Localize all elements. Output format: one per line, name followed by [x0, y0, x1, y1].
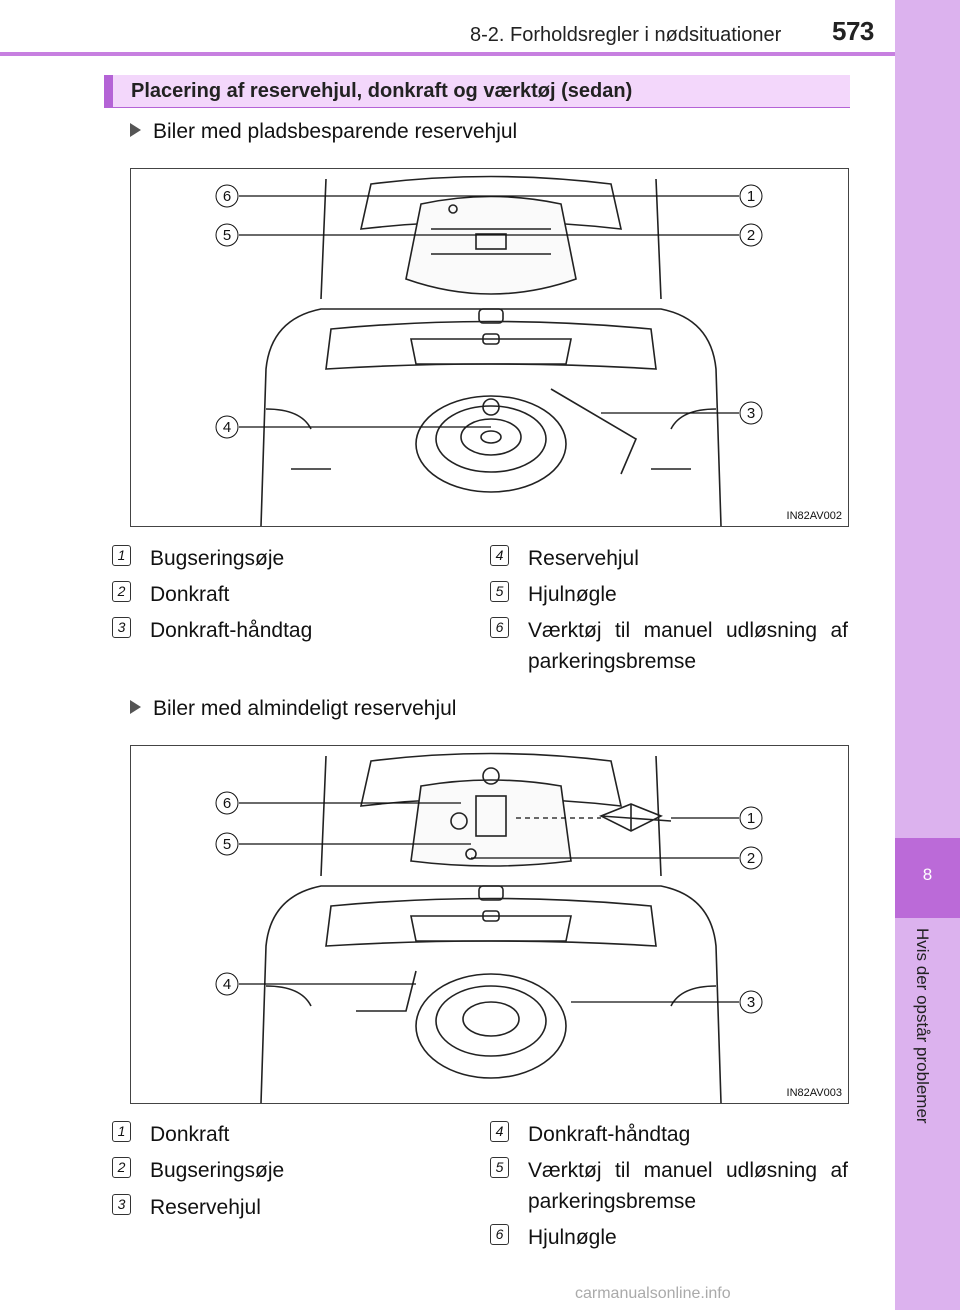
triangle-bullet-icon	[130, 700, 141, 714]
callout-4: 4	[223, 419, 231, 436]
variant1-heading-text: Biler med pladsbesparende reservehjul	[153, 120, 518, 143]
triangle-bullet-icon	[130, 123, 141, 137]
number-badge: 5	[490, 1157, 509, 1178]
figure-compact-spare: 6 1 5 2 4 3 IN82AV002	[130, 168, 849, 527]
callout-5: 5	[223, 836, 231, 853]
legend-text: Donkraft-håndtag	[528, 1123, 691, 1146]
header-rule	[0, 52, 895, 56]
number-badge: 3	[112, 1194, 131, 1215]
legend-text: Værktøj til manuel udløsning af parkerin…	[528, 1159, 848, 1213]
number-badge: 6	[490, 617, 509, 638]
number-badge: 1	[112, 545, 131, 566]
running-header-title: 8-2. Forholdsregler i nødsituationer	[470, 24, 782, 46]
figure-code: IN82AV003	[786, 1087, 842, 1099]
number-badge: 3	[112, 617, 131, 638]
legend-text: Hjulnøgle	[528, 1226, 617, 1249]
legend-text: Reservehjul	[150, 1196, 261, 1219]
section-heading-bar: Placering af reservehjul, donkraft og væ…	[104, 75, 850, 108]
callout-1: 1	[747, 188, 755, 205]
chapter-title: Hvis der opstår problemer	[913, 928, 932, 1124]
callout-1: 1	[747, 810, 755, 827]
trunk-illustration-full: 6 1 5 2 4 3	[215, 752, 763, 1103]
legend-text: Bugseringsøje	[150, 547, 285, 570]
number-badge: 4	[490, 545, 509, 566]
watermark: carmanualsonline.info	[575, 1285, 731, 1302]
callout-6: 6	[223, 795, 231, 812]
number-badge: 1	[112, 1121, 131, 1142]
callout-5: 5	[223, 227, 231, 244]
number-badge: 4	[490, 1121, 509, 1142]
chapter-sidebar	[895, 0, 960, 1310]
callout-2: 2	[747, 850, 755, 867]
callout-2: 2	[747, 227, 755, 244]
variant2-heading: Biler med almindeligt reservehjul	[130, 697, 456, 721]
chapter-number: 8	[922, 865, 933, 884]
figure-full-spare: 6 1 5 2 4 3 IN82AV003	[130, 745, 849, 1104]
page-number: 573	[832, 16, 874, 46]
legend-text: Bugseringsøje	[150, 1159, 285, 1182]
number-badge: 2	[112, 581, 131, 602]
number-badge: 5	[490, 581, 509, 602]
legend-text: Donkraft-håndtag	[150, 619, 313, 642]
variant1-heading: Biler med pladsbesparende reservehjul	[130, 120, 517, 144]
legend-text: Donkraft	[150, 1123, 230, 1146]
section-title: Placering af reservehjul, donkraft og væ…	[131, 80, 633, 102]
callout-3: 3	[747, 994, 755, 1011]
legend-text: Donkraft	[150, 583, 230, 606]
callout-3: 3	[747, 405, 755, 422]
figure-code: IN82AV002	[786, 510, 842, 522]
legend-text: Reservehjul	[528, 547, 639, 570]
legend-text: Hjulnøgle	[528, 583, 617, 606]
trunk-illustration-compact: 6 1 5 2 4 3	[215, 175, 763, 526]
number-badge: 2	[112, 1157, 131, 1178]
callout-4: 4	[223, 976, 231, 993]
variant2-heading-text: Biler med almindeligt reservehjul	[153, 697, 457, 720]
legend-text: Værktøj til manuel udløsning af parkerin…	[528, 619, 848, 673]
chapter-tab	[895, 838, 960, 918]
number-badge: 6	[490, 1224, 509, 1245]
callout-6: 6	[223, 188, 231, 205]
